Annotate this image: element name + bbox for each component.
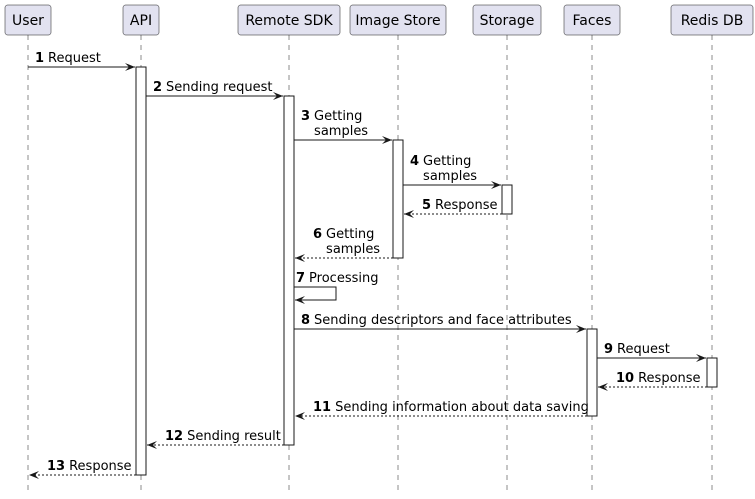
arrowhead xyxy=(125,63,135,71)
participant-image-store: Image Store xyxy=(349,4,447,36)
message-2: 2 Sending request xyxy=(146,80,283,100)
message-number: 13 xyxy=(47,459,65,474)
participant-label: Image Store xyxy=(355,13,440,29)
message-number: 12 xyxy=(165,429,183,444)
arrowhead xyxy=(576,325,586,333)
message-number: 11 xyxy=(313,400,331,415)
message-label: samples xyxy=(314,124,368,139)
message-number: 9 xyxy=(604,342,613,357)
arrowhead xyxy=(295,412,305,420)
message-label: Response xyxy=(638,371,700,386)
participant-label: Remote SDK xyxy=(245,13,333,29)
arrowhead xyxy=(696,354,706,362)
message-number: 5 xyxy=(422,198,431,213)
activation-bars xyxy=(135,66,718,476)
message-label: Getting xyxy=(326,227,374,242)
arrowhead xyxy=(295,254,305,262)
message-10: 10 Response xyxy=(598,371,707,391)
arrowhead xyxy=(273,92,283,100)
arrowhead xyxy=(598,383,608,391)
participant-box xyxy=(472,4,542,36)
message-number: 6 xyxy=(313,227,322,242)
arrowhead xyxy=(491,181,501,189)
arrowhead xyxy=(29,471,39,479)
message-number: 8 xyxy=(301,313,310,328)
message-label: Getting xyxy=(314,109,362,124)
arrowhead xyxy=(295,296,305,304)
message-label: samples xyxy=(423,169,477,184)
lifelines xyxy=(27,35,713,492)
message-7: 7 Processing xyxy=(294,271,378,304)
activation-bar-faces xyxy=(586,328,598,417)
participant-faces: Faces xyxy=(563,4,621,36)
message-label: Response xyxy=(435,198,497,213)
message-label: samples xyxy=(326,242,380,257)
message-5: 5 Response xyxy=(404,198,502,218)
participant-label: Faces xyxy=(573,13,612,29)
activation-bar-api xyxy=(135,66,147,476)
participant-box xyxy=(122,4,160,36)
participant-box xyxy=(670,4,754,36)
participant-label: Storage xyxy=(480,13,535,29)
participant-box xyxy=(237,4,341,36)
message-label: Sending request xyxy=(166,80,272,95)
message-number: 10 xyxy=(616,371,634,386)
message-13: 13 Response xyxy=(29,459,136,479)
message-number: 1 xyxy=(35,51,44,66)
message-label: Sending result xyxy=(187,429,281,444)
activation-bar-redis-db xyxy=(706,357,718,388)
message-number: 4 xyxy=(410,154,419,169)
arrowhead xyxy=(404,210,414,218)
message-label: Sending descriptors and face attributes xyxy=(314,313,572,328)
arrowhead xyxy=(147,441,157,449)
activation-bar-remote-sdk xyxy=(283,95,295,446)
participant-redis-db: Redis DB xyxy=(670,4,754,36)
participant-box xyxy=(349,4,447,36)
participant-api: API xyxy=(122,4,160,36)
participant-box xyxy=(563,4,621,36)
message-11: 11 Sending information about data saving xyxy=(295,400,589,420)
participant-remote-sdk: Remote SDK xyxy=(237,4,341,36)
participant-storage: Storage xyxy=(472,4,542,36)
message-number: 2 xyxy=(153,80,162,95)
participants: User API Remote SDK Image Store Storage Faces… xyxy=(4,4,754,36)
participant-label: User xyxy=(12,13,44,29)
message-9: 9 Request xyxy=(597,342,706,362)
arrowhead xyxy=(382,136,392,144)
participant-label: Redis DB xyxy=(681,13,744,29)
participant-label: API xyxy=(130,13,152,29)
message-label: Response xyxy=(69,459,131,474)
participant-user: User xyxy=(4,4,52,36)
message-8: 8 Sending descriptors and face attributes xyxy=(294,313,586,333)
message-label: Processing xyxy=(309,271,378,286)
message-label: Getting xyxy=(423,154,471,169)
message-number: 7 xyxy=(296,271,305,286)
message-number: 3 xyxy=(301,109,310,124)
message-1: 1 Request xyxy=(28,51,135,71)
message-line xyxy=(294,286,337,301)
message-12: 12 Sending result xyxy=(147,429,284,449)
participant-box xyxy=(4,4,52,36)
message-label: Request xyxy=(617,342,670,357)
activation-bar-image-store xyxy=(392,139,404,259)
message-label: Request xyxy=(48,51,101,66)
message-label: Sending information about data saving xyxy=(335,400,589,415)
activation-bar-storage xyxy=(501,184,513,215)
